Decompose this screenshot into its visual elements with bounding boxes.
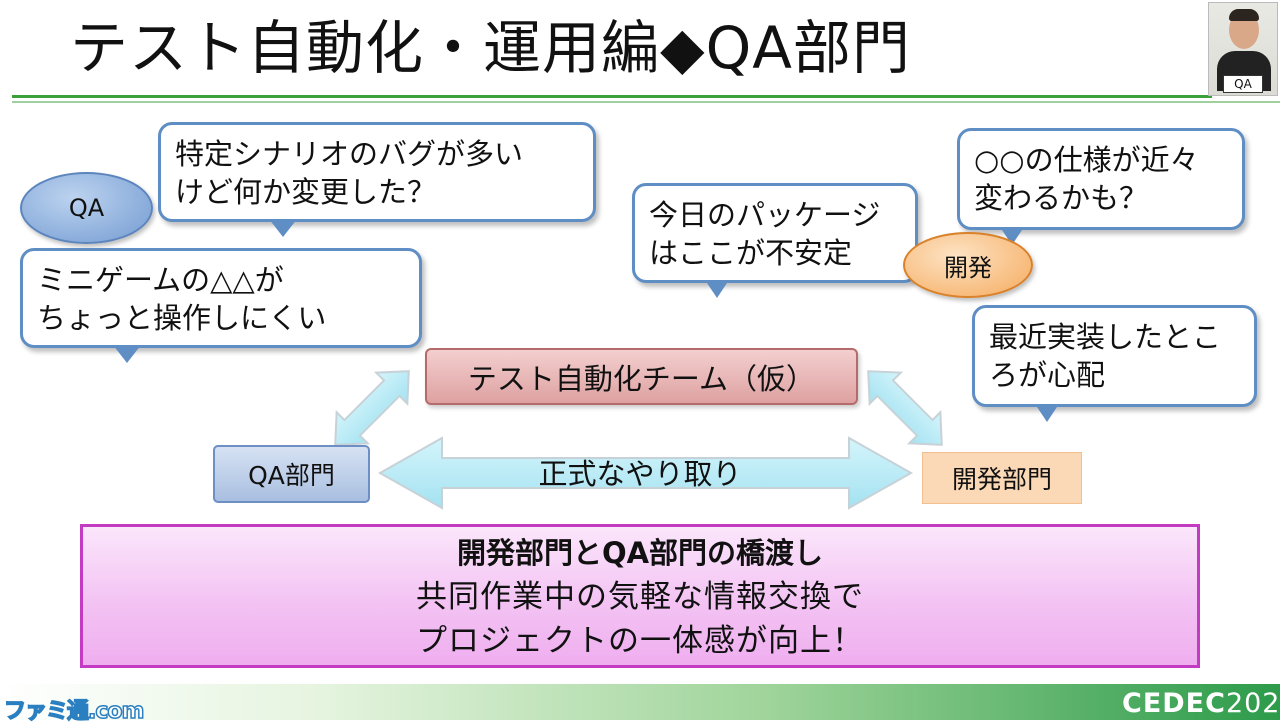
bubble-tail [113, 345, 141, 363]
famitsu-logo: ファミ通.com [3, 698, 145, 725]
qa-bubble-minigame: ミニゲームの△△が ちょっと操作しにくい [20, 248, 422, 363]
presenter-hair [1229, 9, 1259, 21]
official-exchange-label: 正式なやり取り [538, 457, 742, 491]
presenter-label: QA [1223, 75, 1263, 93]
presenter-video: QA [1208, 2, 1278, 96]
qa-bubble-bug-line2: けど何か変更した？ [175, 175, 437, 209]
dev-bubble-package: 今日のパッケージ はここが不安定 [632, 183, 918, 298]
qa-bubble-bug-scenario: 特定シナリオのバグが多い けど何か変更した？ [158, 122, 596, 237]
title-divider [12, 95, 1212, 98]
dev-department-box: 開発部門 [922, 452, 1082, 504]
qa-bubble-minigame-line2: ちょっと操作しにくい [37, 301, 327, 335]
title-divider-light [12, 101, 1280, 103]
qa-team-arrow [334, 370, 410, 446]
bridge-summary-box: 開発部門とQA部門の橋渡し 共同作業中の気軽な情報交換で プロジェクトの一体感が… [80, 524, 1200, 668]
footer-bar [0, 684, 1280, 720]
qa-bubble-bug-line1: 特定シナリオのバグが多い [175, 137, 524, 171]
dev-bubble-spec-line1: ○○の仕様が近々 [974, 143, 1199, 177]
test-automation-team-box: テスト自動化チーム（仮） [425, 348, 858, 405]
cedec-logo: CEDEC2022 [1122, 688, 1280, 719]
cedec-logo-year: 2022 [1225, 688, 1280, 719]
bubble-tail [269, 219, 297, 237]
dev-bubble-package-line2: はここが不安定 [649, 236, 853, 270]
qa-department-box: QA部門 [213, 445, 370, 503]
dev-bubble-spec-line2: 変わるかも？ [974, 181, 1149, 215]
dev-bubble-recent-line1: 最近実装したとこ [989, 320, 1222, 354]
dev-bubble-package-line1: 今日のパッケージ [649, 198, 881, 232]
slide-title: テスト自動化・運用編◆QA部門 [70, 14, 911, 82]
dev-bubble-spec-change: ○○の仕様が近々 変わるかも？ [957, 128, 1245, 245]
dev-bubble-recent-impl: 最近実装したとこ ろが心配 [972, 305, 1257, 422]
bubble-tail [1035, 404, 1059, 422]
bridge-title: 開発部門とQA部門の橋渡し [456, 536, 824, 570]
team-dev-arrow [867, 370, 943, 446]
bridge-line-2: プロジェクトの一体感が向上！ [416, 623, 864, 659]
dev-oval: 開発 [903, 232, 1033, 298]
bridge-line-1: 共同作業中の気軽な情報交換で [416, 579, 864, 615]
official-exchange-arrow [377, 436, 914, 510]
dev-bubble-recent-line2: ろが心配 [989, 358, 1106, 392]
cedec-logo-brand: CEDEC [1122, 688, 1226, 719]
qa-oval: QA [20, 172, 153, 244]
qa-bubble-minigame-line1: ミニゲームの△△が [37, 263, 284, 297]
bubble-tail [705, 280, 729, 298]
